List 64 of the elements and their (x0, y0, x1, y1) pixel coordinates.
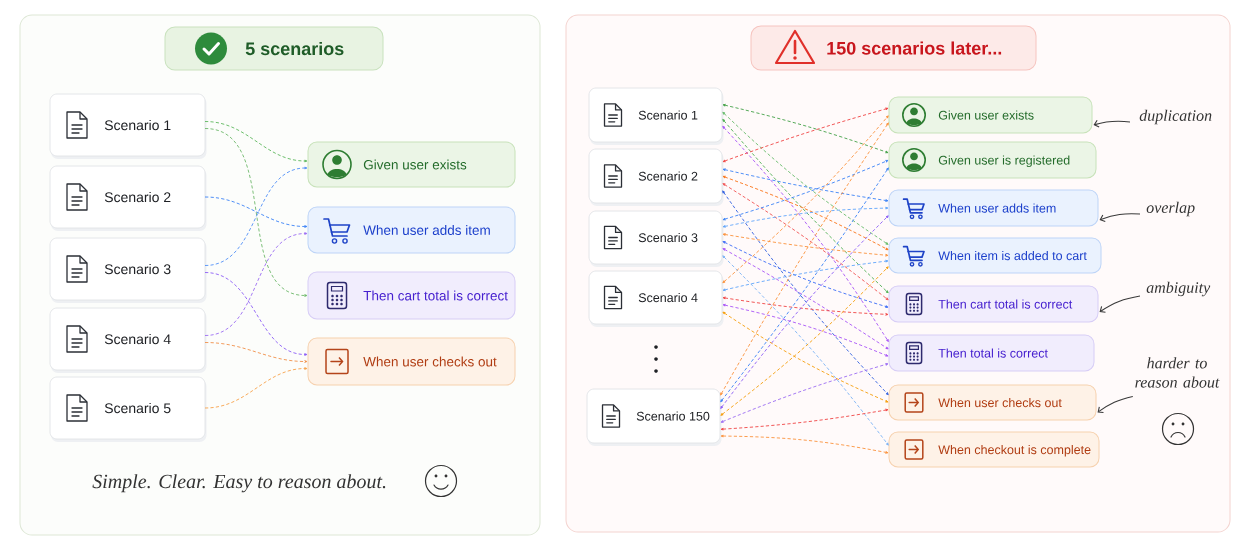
dashed-arrow (204, 121, 308, 163)
dashed-arrow (722, 303, 889, 357)
dashed-arrow (722, 255, 889, 446)
dashed-arrow (722, 107, 889, 163)
dashed-arrow (720, 215, 889, 409)
dashed-arrow (722, 311, 889, 403)
dashed-arrow (204, 128, 308, 297)
scenario-card: Scenario 3 (49, 237, 207, 303)
dashed-arrow (204, 196, 308, 228)
scenario-card: Scenario 2 (588, 148, 724, 206)
step-box: When user adds item (307, 206, 516, 254)
dashed-arrow (720, 363, 889, 423)
dashed-arrow (720, 434, 889, 454)
dashed-arrow (720, 122, 889, 396)
scenario-card: Scenario 150 (586, 388, 722, 446)
dashed-arrow (722, 168, 889, 202)
handwritten-note: ambiguity (1146, 281, 1211, 297)
dashed-arrow (722, 111, 889, 245)
dashed-arrow (720, 408, 889, 431)
dashed-arrow (722, 259, 889, 292)
arrow (1099, 295, 1141, 313)
handwritten-note: overlap (1146, 201, 1195, 217)
arrow (1093, 119, 1131, 128)
scenario-card: Scenario 2 (49, 165, 207, 231)
step-box: When checkout is complete (888, 431, 1100, 468)
arrow (1099, 213, 1141, 223)
dashed-arrow (204, 367, 308, 409)
step-box: Given user exists (888, 96, 1093, 134)
dashed-arrow (204, 342, 308, 363)
dashed-arrow (204, 166, 308, 266)
step-box: Then total is correct (888, 334, 1095, 372)
step-box: When item is added to cart (888, 237, 1102, 274)
step-box: When user adds item (888, 189, 1099, 227)
step-box: When user checks out (307, 337, 516, 386)
dashed-arrow (722, 241, 889, 308)
step-box: Given user is registered (888, 141, 1097, 179)
dashed-arrow (722, 160, 889, 221)
arrow (1097, 395, 1134, 413)
scenario-card: Scenario 4 (588, 270, 724, 327)
step-box: Then cart total is correct (888, 285, 1099, 323)
dashed-arrow (722, 206, 889, 228)
dashed-arrow (204, 272, 308, 356)
dashed-arrow (204, 232, 308, 336)
status-badge: 5 scenarios (164, 26, 384, 71)
handwritten-note: harder to reason about (1135, 357, 1220, 388)
scenario-card: Scenario 5 (49, 376, 207, 442)
handwritten-note: duplication (1139, 109, 1212, 125)
scenario-card: Scenario 1 (49, 93, 207, 159)
scenario-card: Scenario 4 (49, 307, 207, 373)
status-badge: 150 scenarios later... (750, 25, 1037, 71)
scenario-card: Scenario 3 (588, 210, 724, 267)
step-box: When user checks out (888, 384, 1097, 421)
dashed-arrow (722, 183, 889, 301)
dashed-arrow (720, 266, 889, 416)
dashed-arrow (722, 175, 889, 251)
dashed-arrow (722, 125, 889, 342)
scenario-card: Scenario 1 (588, 87, 724, 145)
dashed-arrow (722, 103, 889, 154)
dashed-arrow (722, 233, 889, 257)
dashed-arrow (722, 248, 889, 350)
step-box: Given user exists (307, 141, 516, 188)
caption: Simple. Clear. Easy to reason about. (92, 474, 386, 493)
step-box: Then cart total is correct (307, 271, 516, 320)
dashed-arrow (722, 296, 889, 316)
